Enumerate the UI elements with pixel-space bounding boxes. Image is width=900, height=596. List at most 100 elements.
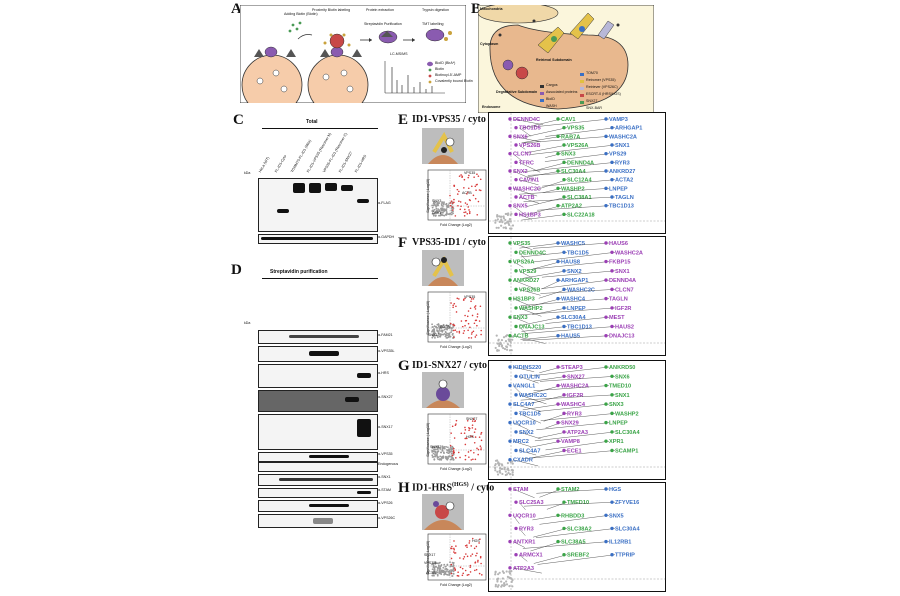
- background-point: [510, 580, 513, 584]
- volcano-point-significant: [473, 431, 476, 433]
- volcano-point: [443, 563, 446, 566]
- volcano-point-significant: [472, 298, 475, 300]
- volcano-point-significant: [459, 208, 462, 211]
- volcano-point-significant: [469, 449, 472, 452]
- volcano-point-significant: [460, 174, 462, 176]
- protein-label: ZFYVE16: [615, 500, 639, 506]
- volcano-point: [433, 332, 436, 335]
- volcano-point-significant: [475, 545, 478, 548]
- background-point: [504, 339, 508, 343]
- volcano-point: [433, 448, 435, 451]
- background-point: [510, 349, 513, 352]
- protein-point: [514, 393, 518, 397]
- leader-line: [539, 515, 610, 525]
- leader-line: [533, 385, 610, 391]
- volcano-point: [452, 207, 455, 210]
- volcano-point-significant: [461, 567, 464, 570]
- leader-line: [540, 413, 616, 421]
- protein-label: SNX3: [609, 402, 624, 408]
- background-point: [502, 336, 506, 339]
- volcano-point: [436, 562, 439, 565]
- volcano-point-significant: [464, 319, 467, 322]
- volcano-point: [431, 563, 433, 566]
- volcano-point-significant: [474, 569, 476, 572]
- protein-label: SLC38A1: [567, 195, 592, 201]
- volcano-point-significant: [464, 443, 467, 446]
- background-point: [510, 468, 514, 471]
- blot-label-fam21: α-FAM21: [378, 333, 393, 337]
- protein-point: [562, 448, 566, 453]
- volcano-point: [439, 457, 441, 460]
- inset-f-0: VPS35: [464, 295, 476, 299]
- volcano-point: [452, 566, 455, 568]
- volcano-point: [452, 572, 455, 575]
- protein-label: HS1BP3: [519, 212, 541, 218]
- volcano-point: [443, 447, 446, 450]
- protein-point: [604, 203, 608, 208]
- protein-point: [508, 296, 512, 301]
- protein-point: [604, 420, 608, 425]
- protein-point: [604, 315, 608, 319]
- background-point: [511, 224, 515, 227]
- protein-point: [610, 177, 614, 182]
- protein-label: VPS26A: [513, 260, 534, 266]
- volcano-point: [435, 205, 437, 208]
- volcano-point: [448, 202, 451, 205]
- snx27-construct-icon: [426, 379, 460, 408]
- panel-e-cartoon: [422, 128, 464, 164]
- ylabel-f: Significance (-Log10): [426, 300, 431, 335]
- volcano-point: [431, 336, 434, 339]
- volcano-point-significant: [459, 201, 462, 203]
- volcano-point-significant: [480, 448, 482, 451]
- leader-line: [518, 502, 526, 510]
- volcano-point-significant: [478, 572, 481, 575]
- panel-g-cartoon: [422, 372, 464, 408]
- legend-wash: WASH: [546, 104, 557, 108]
- leader-line: [523, 127, 568, 138]
- volcano-point: [451, 332, 454, 335]
- protein-point: [610, 553, 614, 557]
- leader-line: [512, 316, 528, 323]
- leader-line: [518, 528, 526, 536]
- leader-line: [533, 252, 616, 263]
- panel-c-title: Total: [306, 119, 318, 125]
- protein-point: [508, 439, 512, 443]
- inset-h-3: ACTB: [426, 571, 436, 575]
- volcano-point-significant: [463, 556, 466, 558]
- background-point: [505, 580, 508, 583]
- protein-point: [556, 203, 560, 208]
- protein-point: [508, 134, 512, 139]
- protein-label: CLCN7: [513, 152, 532, 158]
- background-point: [503, 347, 507, 351]
- protein-point: [508, 487, 512, 491]
- protein-label: STAM2: [561, 487, 580, 493]
- inset-e-3: CAV1: [432, 211, 442, 215]
- protein-point: [556, 365, 560, 369]
- panel-label-d: D: [231, 262, 242, 278]
- volcano-point: [435, 210, 437, 213]
- protein-point: [514, 125, 518, 130]
- volcano-point: [444, 455, 447, 458]
- background-point: [502, 226, 505, 229]
- leader-line: [518, 252, 527, 261]
- volcano-point-significant: [468, 212, 471, 215]
- volcano-point-significant: [463, 211, 465, 214]
- step-lcms: LC-MS/MS: [390, 52, 408, 56]
- leader-line: [512, 488, 535, 498]
- panel-label-a: A: [231, 1, 242, 17]
- protein-label: WASHC2A: [609, 134, 637, 140]
- leader-line: [537, 554, 616, 565]
- protein-point: [610, 430, 614, 434]
- volcano-point: [434, 450, 437, 453]
- volcano-point-significant: [468, 174, 470, 177]
- volcano-point-significant: [469, 199, 471, 202]
- protein-point: [514, 143, 518, 147]
- volcano-point-significant: [470, 298, 473, 300]
- volcano-point: [445, 211, 448, 213]
- legend-biotin: Biotin: [435, 67, 444, 71]
- volcano-point-significant: [464, 208, 466, 211]
- volcano-point: [446, 336, 449, 339]
- background-point: [505, 583, 509, 586]
- background-point: [503, 468, 506, 471]
